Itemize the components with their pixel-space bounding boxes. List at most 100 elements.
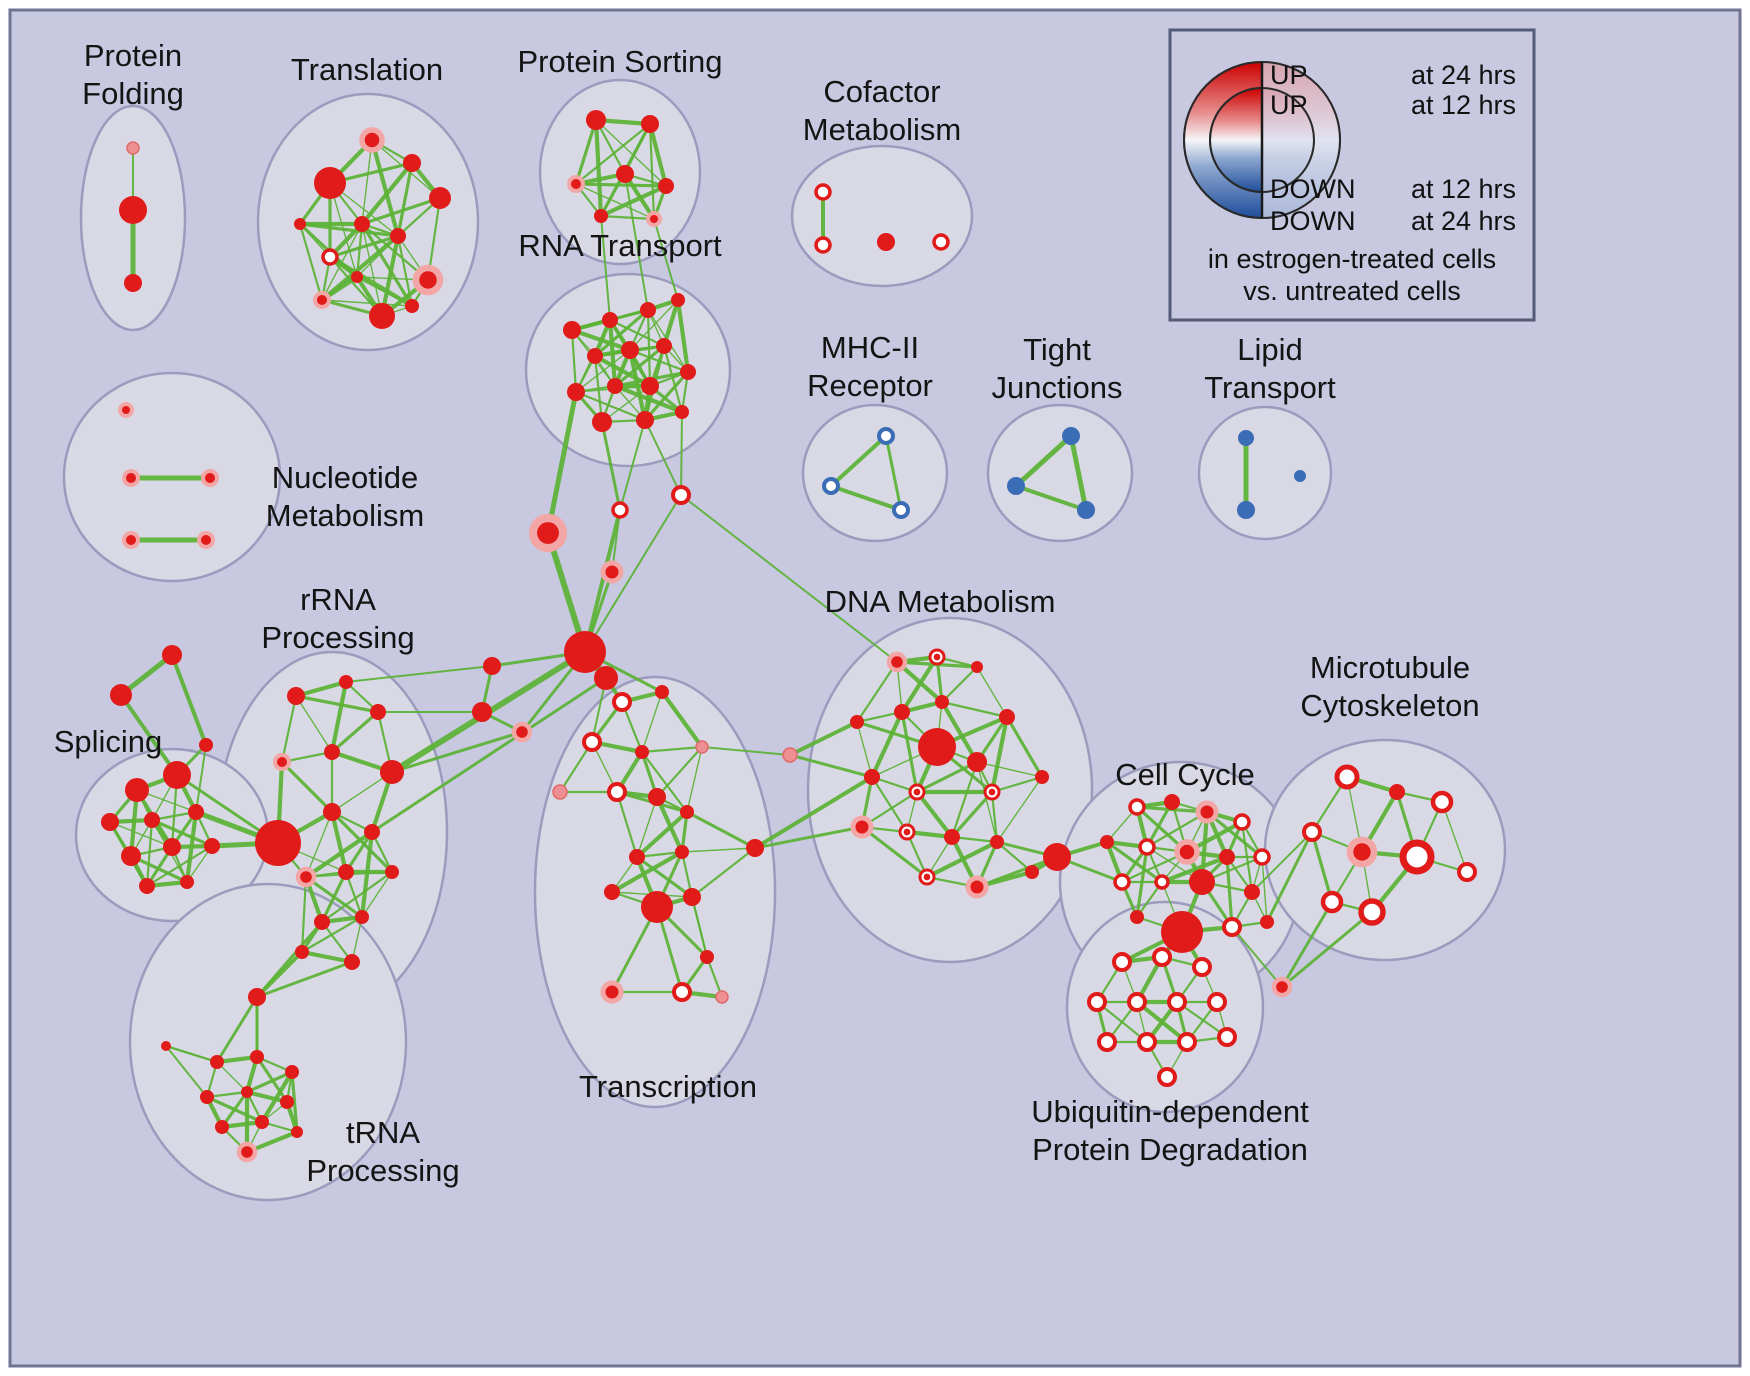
network-edge xyxy=(331,771,393,813)
network-edge xyxy=(370,676,608,834)
network-node xyxy=(1043,843,1071,871)
network-edge xyxy=(321,299,413,307)
network-edge xyxy=(753,775,874,850)
network-edge xyxy=(298,222,324,302)
network-node xyxy=(886,651,908,673)
network-node xyxy=(640,302,656,318)
cluster-label-protein-folding: Folding xyxy=(82,76,184,111)
network-edge xyxy=(574,390,647,422)
network-edge xyxy=(914,789,955,840)
network-edge xyxy=(641,691,663,753)
network-node xyxy=(1177,1032,1197,1052)
network-node xyxy=(641,115,659,133)
network-node xyxy=(672,982,692,1002)
network-node xyxy=(215,1120,229,1134)
network-edge xyxy=(1310,830,1334,904)
network-edge xyxy=(328,234,400,259)
cluster-label-trna-processing: tRNA xyxy=(346,1115,420,1150)
network-node xyxy=(200,1090,214,1104)
network-node xyxy=(814,236,832,254)
network-edge xyxy=(990,775,1044,794)
cluster-label-splicing: Splicing xyxy=(54,724,163,759)
network-edge xyxy=(976,761,1043,778)
network-node xyxy=(285,1065,299,1079)
network-node xyxy=(1007,477,1025,495)
network-node xyxy=(1112,952,1132,972)
network-edge xyxy=(629,299,679,351)
network-node xyxy=(161,1041,171,1051)
network-node xyxy=(675,405,689,419)
cluster-label-lipid-transport: Lipid xyxy=(1237,332,1303,367)
legend-entry-time-1: at 12 hrs xyxy=(1411,90,1516,120)
network-node xyxy=(1346,836,1378,868)
network-node xyxy=(125,778,149,802)
network-edge xyxy=(1175,1000,1229,1039)
network-edge xyxy=(379,233,401,319)
cluster-label-tight-junctions: Junctions xyxy=(992,370,1123,405)
cluster-label-mhc-ii-receptor: MHC-II xyxy=(821,330,919,365)
network-node xyxy=(324,744,340,760)
network-edge xyxy=(145,844,214,888)
network-node xyxy=(204,838,220,854)
network-edge xyxy=(361,139,373,225)
network-node xyxy=(1025,865,1039,879)
network-edge xyxy=(320,870,394,924)
network-node xyxy=(683,888,701,906)
network-node xyxy=(118,402,134,418)
cluster-label-transcription: Transcription xyxy=(579,1069,757,1104)
network-edge xyxy=(1231,926,1283,988)
cluster-ellipse-rna-transport xyxy=(524,272,732,468)
network-edge xyxy=(330,810,394,874)
network-node xyxy=(600,980,624,1004)
cluster-label-dna-metabolism: DNA Metabolism xyxy=(825,584,1056,619)
network-edge xyxy=(295,695,333,753)
network-node xyxy=(280,1095,294,1109)
network-node xyxy=(1100,835,1114,849)
cluster-ellipse-tight-junctions xyxy=(986,403,1134,543)
cluster-ellipse-trna-processing xyxy=(128,882,408,1202)
network-node xyxy=(1457,862,1477,882)
network-node xyxy=(616,165,634,183)
cluster-label-ubiquitin-dependent-protein-degradation: Protein Degradation xyxy=(1032,1132,1308,1167)
network-node xyxy=(163,838,181,856)
network-node xyxy=(294,218,306,230)
network-node xyxy=(1271,976,1293,998)
network-edge xyxy=(165,1045,218,1063)
network-node xyxy=(429,187,451,209)
network-edge xyxy=(119,693,179,777)
cluster-label-rna-transport: RNA Transport xyxy=(518,228,722,263)
network-node xyxy=(1157,1067,1177,1087)
network-node xyxy=(370,704,386,720)
network-node xyxy=(124,274,142,292)
network-edge xyxy=(299,949,355,965)
network-node xyxy=(250,1050,264,1064)
network-edge xyxy=(1280,900,1334,989)
network-node xyxy=(359,127,385,153)
network-edge xyxy=(599,214,656,221)
network-node xyxy=(918,728,956,766)
network-node xyxy=(380,760,404,784)
network-edge xyxy=(690,846,757,899)
network-edge xyxy=(1014,484,1088,512)
network-node xyxy=(1219,849,1235,865)
node-layer xyxy=(101,110,1477,1163)
network-node xyxy=(594,209,608,223)
network-node xyxy=(121,846,141,866)
network-node xyxy=(658,178,674,194)
network-edge xyxy=(359,160,415,227)
network-edge xyxy=(661,297,681,349)
network-node xyxy=(405,299,419,313)
network-node xyxy=(1233,813,1251,831)
network-edge xyxy=(975,855,1059,889)
network-node xyxy=(935,695,949,709)
network-edge xyxy=(1225,855,1234,929)
network-node xyxy=(990,835,1004,849)
network-node xyxy=(1154,874,1170,890)
cluster-ellipse-microtubule-cytoskeleton xyxy=(1263,738,1507,962)
network-edge xyxy=(329,809,349,875)
network-edge xyxy=(753,825,864,850)
network-node xyxy=(1237,501,1255,519)
network-node xyxy=(967,752,987,772)
network-node xyxy=(483,657,501,675)
legend-entry-word-1: UP xyxy=(1270,90,1308,120)
